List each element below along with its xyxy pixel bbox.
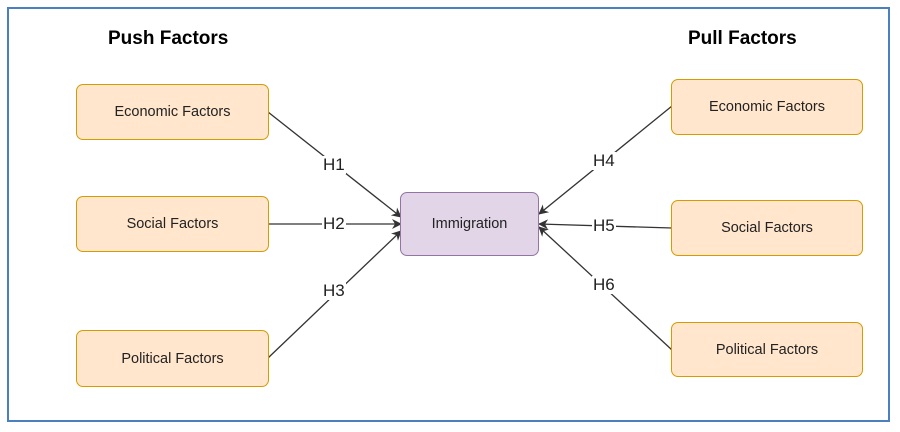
hypothesis-label-h6: H6	[592, 275, 616, 294]
pull-political-factors-box: Political Factors	[671, 322, 863, 377]
pull-social-factors-box: Social Factors	[671, 200, 863, 256]
push-economic-factors-box: Economic Factors	[76, 84, 269, 140]
push-political-factors-box: Political Factors	[76, 330, 269, 387]
pull-factors-heading: Pull Factors	[688, 28, 797, 49]
hypothesis-label-h1: H1	[322, 155, 346, 174]
push-factors-heading: Push Factors	[108, 28, 229, 49]
push-social-factors-box: Social Factors	[76, 196, 269, 252]
immigration-box: Immigration	[400, 192, 539, 256]
hypothesis-label-h2: H2	[322, 214, 346, 233]
pull-economic-factors-box: Economic Factors	[671, 79, 863, 135]
hypothesis-label-h4: H4	[592, 151, 616, 170]
hypothesis-label-h3: H3	[322, 281, 346, 300]
hypothesis-label-h5: H5	[592, 216, 616, 235]
